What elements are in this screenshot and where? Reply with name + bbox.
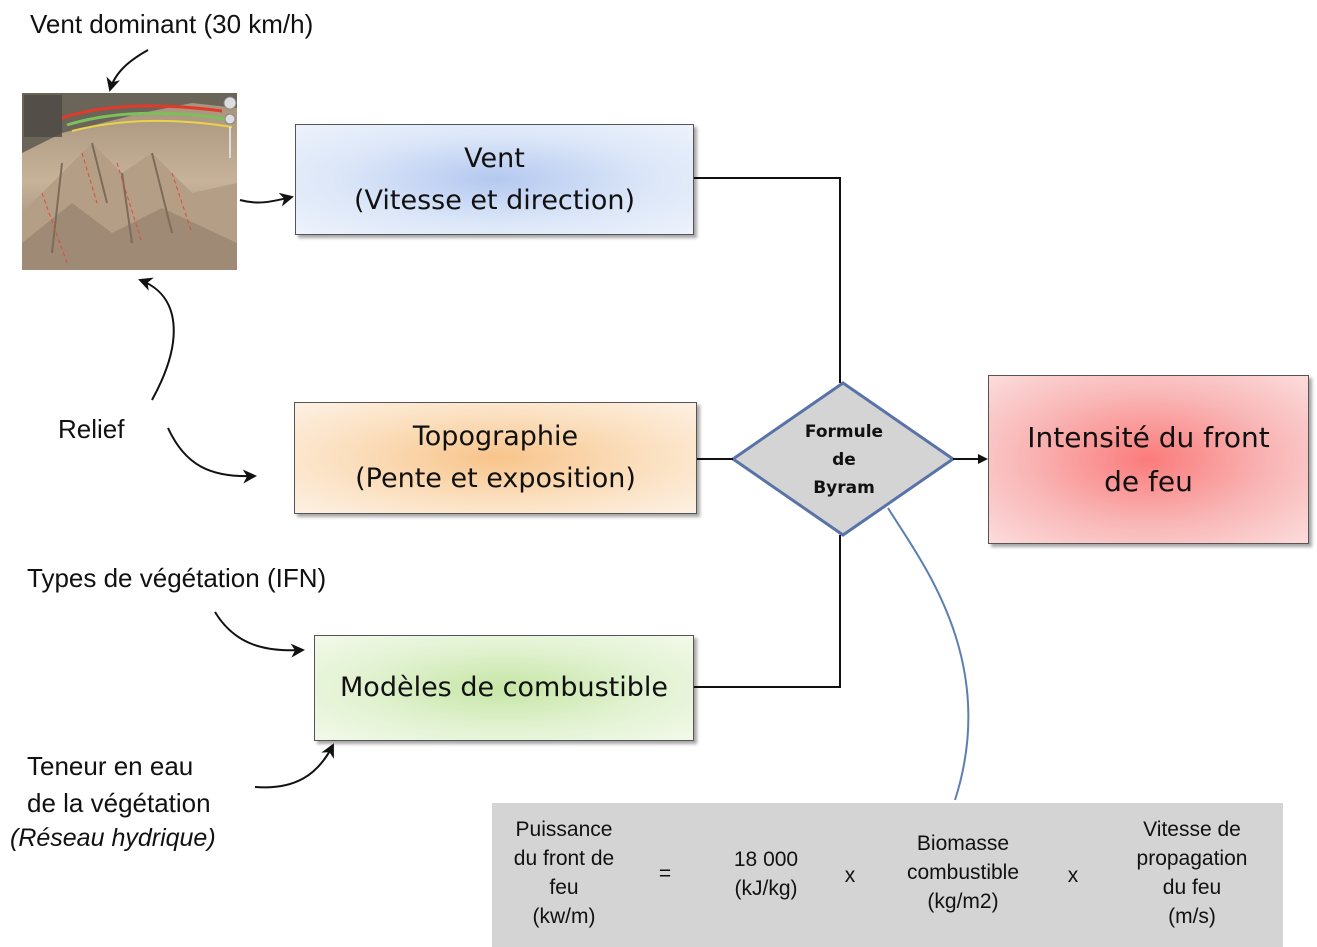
relief-label: Relief xyxy=(58,414,125,444)
byram-formula-label: Formule de Byram xyxy=(790,418,898,502)
combustible-box-title: Modèles de combustible xyxy=(340,672,668,703)
formula-puissance-line2: du front de xyxy=(513,847,615,870)
diamond-line2: de xyxy=(832,450,856,470)
formula-times-1: x xyxy=(844,864,856,887)
byram-formula-box: Puissance du front de feu (kw/m) = 18 00… xyxy=(492,803,1283,947)
formula-biomasse-line3: (kg/m2) xyxy=(927,890,999,913)
teneur-line2-label: de la végétation xyxy=(27,788,211,818)
formula-constant-value: 18 000 xyxy=(733,848,799,871)
types-vegetation-label: Types de végétation (IFN) xyxy=(27,563,327,593)
formula-vitesse: Vitesse de propagation du feu (m/s) xyxy=(1114,815,1270,931)
teneur-line1-label: Teneur en eau xyxy=(27,751,194,781)
formula-biomasse: Biomasse combustible (kg/m2) xyxy=(888,829,1038,916)
formula-puissance-line1: Puissance xyxy=(515,818,613,841)
diamond-line1: Formule xyxy=(804,422,884,442)
formula-constant-unit: (kJ/kg) xyxy=(734,877,798,900)
topographie-box-title: Topographie xyxy=(412,421,579,452)
formula-equals: = xyxy=(658,862,672,885)
vent-box-title: Vent xyxy=(464,142,525,174)
formula-vitesse-line3: du feu xyxy=(1162,876,1222,899)
formula-vitesse-line1: Vitesse de xyxy=(1143,818,1241,841)
formula-puissance-line4: (kw/m) xyxy=(532,905,596,928)
formula-puissance: Puissance du front de feu (kw/m) xyxy=(494,815,634,931)
formula-vitesse-line4: (m/s) xyxy=(1168,905,1216,928)
topographie-box: Topographie (Pente et exposition) xyxy=(294,402,697,514)
formula-constant: 18 000 (kJ/kg) xyxy=(710,845,822,903)
vent-box: Vent (Vitesse et direction) xyxy=(295,124,694,235)
diamond-line3: Byram xyxy=(813,478,875,498)
formula-times-2: x xyxy=(1067,864,1079,887)
vent-box-subtitle: (Vitesse et direction) xyxy=(353,184,636,216)
vent-dominant-label: Vent dominant (30 km/h) xyxy=(30,9,314,39)
formula-vitesse-line2: propagation xyxy=(1136,847,1248,870)
formula-biomasse-line2: combustible xyxy=(906,861,1020,884)
byram-diamond xyxy=(730,381,956,537)
formula-puissance-line3: feu xyxy=(549,876,579,899)
reseau-hydrique-label: (Réseau hydrique) xyxy=(10,824,216,852)
terrain-3d-map-image xyxy=(22,93,237,270)
intensite-box-line1: Intensité du front xyxy=(1027,420,1270,454)
intensite-box: Intensité du front de feu xyxy=(988,375,1309,544)
formula-biomasse-line1: Biomasse xyxy=(916,832,1010,855)
combustible-box: Modèles de combustible xyxy=(314,635,694,741)
topographie-box-subtitle: (Pente et exposition) xyxy=(355,463,636,494)
intensite-box-line2: de feu xyxy=(1104,464,1193,498)
